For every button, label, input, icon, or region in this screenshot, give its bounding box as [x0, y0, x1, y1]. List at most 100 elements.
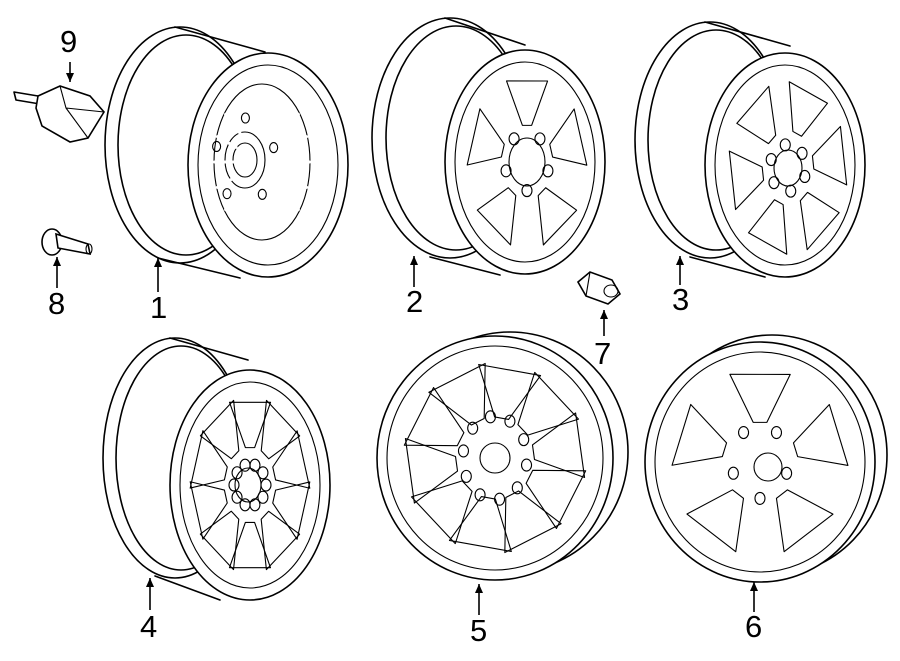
spoke-window — [428, 362, 486, 426]
wheel-1[interactable] — [104, 26, 349, 279]
spoke-window — [505, 80, 549, 126]
lug-hole — [521, 184, 533, 198]
lug-hole — [239, 458, 251, 472]
arrow-head — [475, 584, 483, 593]
lug-hole — [269, 142, 279, 154]
lug-hole — [257, 466, 269, 480]
lug-hole — [727, 466, 739, 480]
lug-hole — [738, 425, 750, 440]
lug-hole — [518, 433, 530, 447]
lug-hole — [460, 469, 472, 483]
spoke-window — [788, 81, 829, 137]
lug-hole — [520, 458, 533, 472]
lug-hole — [500, 164, 512, 178]
spoke-window — [686, 489, 745, 553]
lug-hole — [504, 414, 516, 428]
lug-hole — [799, 169, 811, 184]
arrow-head — [600, 310, 608, 319]
lug-hole — [484, 410, 496, 424]
callout-8: 8 — [48, 286, 65, 321]
spoke-window — [228, 401, 272, 449]
arrow-head — [410, 256, 418, 265]
spoke-window — [525, 469, 587, 529]
callout-1: 1 — [150, 290, 167, 325]
spoke-window — [260, 510, 301, 571]
spoke-window — [260, 399, 301, 460]
spoke-window — [811, 125, 848, 186]
spoke-window — [736, 85, 777, 145]
lug-nut[interactable] — [576, 271, 622, 305]
lug-hole — [257, 490, 269, 504]
spoke-window — [476, 187, 517, 246]
callout-9: 9 — [60, 24, 77, 59]
spoke-window — [537, 187, 578, 246]
spoke-window — [272, 430, 311, 489]
spoke-window — [272, 481, 311, 540]
lug-hole — [222, 188, 232, 200]
spoke-window — [410, 480, 473, 545]
callout-7: 7 — [594, 336, 611, 371]
lug-hole — [257, 188, 267, 200]
spoke-window — [228, 521, 272, 569]
arrow-head — [154, 258, 162, 267]
lug-hole — [228, 478, 240, 492]
spoke-window — [517, 371, 580, 436]
valve-stem[interactable] — [41, 228, 93, 256]
spoke-window — [799, 191, 840, 251]
lug-hole — [240, 112, 250, 124]
arrow-head — [53, 257, 61, 266]
spoke-window — [728, 150, 765, 211]
lug-hole — [231, 490, 243, 504]
spoke-window — [403, 387, 465, 447]
callout-arrows — [53, 62, 758, 615]
wheel-4[interactable] — [102, 337, 331, 601]
lug-hole — [785, 184, 797, 198]
spoke-window — [775, 489, 834, 553]
wheel-6[interactable] — [644, 334, 888, 583]
lug-hole — [511, 481, 523, 495]
arrow-head — [750, 582, 758, 591]
spoke-window — [549, 108, 588, 166]
lug-hole — [781, 466, 793, 480]
callout-5: 5 — [470, 613, 487, 648]
lug-hole — [542, 164, 554, 178]
lug-hole — [796, 146, 808, 160]
tpms-sensor[interactable] — [13, 85, 105, 143]
lug-hole — [260, 478, 272, 492]
lug-hole — [457, 444, 470, 458]
lug-hole — [770, 426, 783, 440]
callout-3: 3 — [672, 282, 689, 317]
wheel-3[interactable] — [634, 21, 866, 278]
spoke-window — [199, 510, 240, 571]
callout-6: 6 — [745, 609, 762, 644]
spoke-window — [531, 412, 586, 479]
lug-hole — [754, 491, 766, 505]
lug-hole — [765, 152, 777, 167]
wheel-5[interactable] — [376, 331, 629, 581]
spoke-window — [747, 199, 788, 255]
spoke-window — [466, 108, 505, 166]
lug-hole — [212, 140, 222, 153]
callout-2: 2 — [406, 284, 423, 319]
spoke-window — [504, 490, 562, 554]
callout-4: 4 — [140, 609, 157, 644]
lug-hole — [231, 466, 243, 480]
spoke-window — [189, 481, 228, 540]
spoke-window — [404, 437, 459, 504]
spoke-window — [671, 403, 728, 466]
lug-hole — [779, 138, 791, 152]
spoke-window — [189, 430, 228, 489]
spoke-window — [199, 399, 240, 460]
spoke-window — [448, 495, 512, 553]
wheel-2[interactable] — [371, 17, 606, 276]
lug-hole — [467, 421, 479, 435]
arrow-head — [676, 256, 684, 265]
lug-hole — [768, 176, 780, 190]
lug-hole — [474, 488, 486, 502]
arrow-head — [66, 73, 74, 82]
lug-hole — [508, 132, 520, 146]
lug-hole — [534, 132, 546, 146]
spoke-window — [792, 404, 849, 466]
spoke-window — [729, 373, 791, 423]
